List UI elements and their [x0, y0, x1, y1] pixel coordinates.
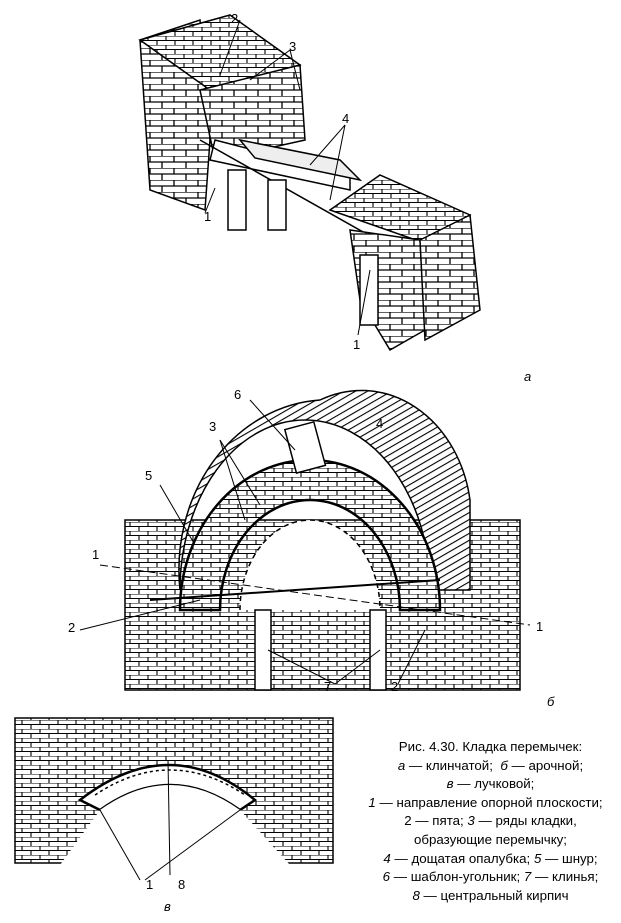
- callout-6: 6: [234, 387, 242, 402]
- callout-1: 1: [353, 337, 361, 352]
- caption-key: 5: [533, 850, 542, 866]
- figure-caption: Рис. 4.30. Кладка перемычек: а — клинчат…: [360, 738, 621, 905]
- callout-1: 1: [204, 209, 212, 224]
- callout-3: 3: [209, 419, 217, 434]
- callout-7: 7: [324, 679, 332, 694]
- callout-2: 2: [231, 11, 239, 26]
- callout-5: 5: [145, 468, 153, 483]
- caption-text: — клинья;: [531, 869, 599, 885]
- callout-8: 8: [178, 877, 186, 892]
- caption-key: 7: [523, 869, 532, 885]
- panel-label-a: а: [524, 369, 532, 384]
- caption-key: 6: [382, 869, 391, 885]
- figure-a-wedge-lintel: [138, 14, 481, 352]
- caption-title: Рис. 4.30. Кладка перемычек:: [398, 739, 583, 754]
- panel-label-b: б: [547, 694, 555, 709]
- caption-text: — арочной;: [507, 757, 584, 773]
- caption-text: — дощатая опалубка;: [390, 850, 534, 866]
- caption-text: — ряды кладки, образующие перемычку;: [414, 813, 577, 847]
- caption-text: — лучковой;: [453, 776, 535, 792]
- caption-text: — центральный кирпич: [419, 887, 569, 903]
- caption-key: б: [500, 757, 508, 773]
- caption-key: 2: [404, 813, 412, 829]
- caption-key: 1: [368, 794, 376, 810]
- caption-text: — шаблон-угольник;: [390, 869, 524, 885]
- figure-c-segmental-lintel: [14, 717, 334, 881]
- callout-1: 1: [92, 547, 100, 562]
- caption-key: а: [397, 757, 406, 773]
- caption-text: — шнур;: [541, 850, 598, 866]
- caption-text: — пята;: [411, 813, 468, 829]
- caption-key: 8: [412, 887, 420, 903]
- caption-key: 4: [383, 850, 391, 866]
- callout-4: 4: [376, 416, 384, 431]
- callout-2: 2: [391, 679, 399, 694]
- caption-text: — клинчатой;: [405, 757, 497, 773]
- caption-key: в: [446, 776, 454, 792]
- callout-1: 1: [536, 619, 544, 634]
- caption-text: — направление опорной плоскости;: [375, 794, 603, 810]
- figure-b-arched-lintel: [79, 389, 531, 691]
- callout-1: 1: [146, 877, 154, 892]
- callout-4: 4: [342, 111, 350, 126]
- caption-key: 3: [467, 813, 475, 829]
- callout-3: 3: [289, 39, 297, 54]
- callout-2: 2: [68, 620, 76, 635]
- panel-label-c: в: [164, 899, 171, 914]
